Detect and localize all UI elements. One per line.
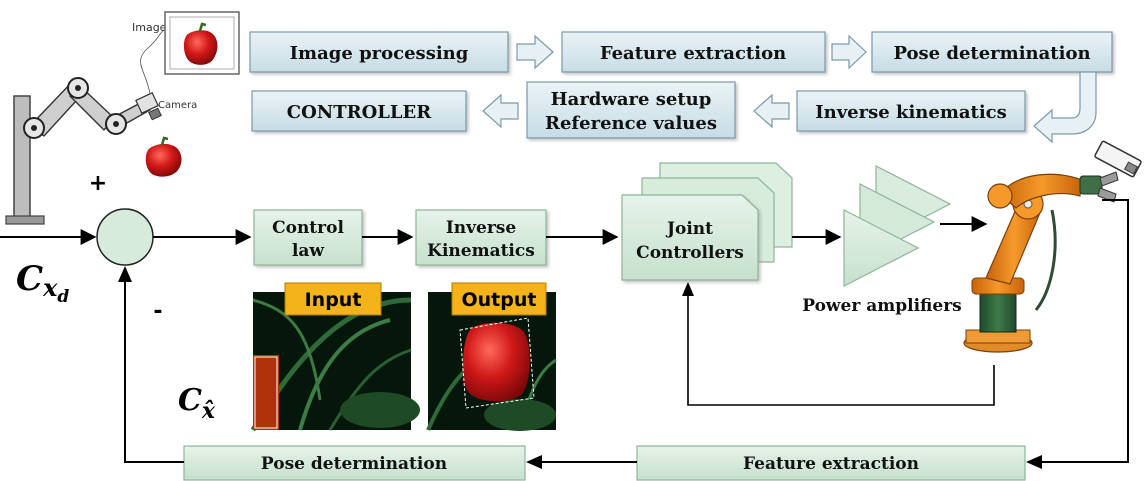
output-detection-box <box>459 317 535 409</box>
reference-values-label: Reference values <box>545 113 717 134</box>
wrist-camera-lens-icon <box>1124 161 1138 175</box>
inverse-kinematics-loop-label-1: Inverse <box>446 218 517 238</box>
vision-feedback-path: Feature extraction Pose determination <box>118 199 1129 481</box>
input-detection-box <box>254 356 278 429</box>
industrial-robot-illustration <box>963 140 1142 353</box>
inverse-kinematics-top-label: Inverse kinematics <box>815 102 1007 123</box>
minus-sign: - <box>153 299 162 324</box>
output-tag <box>451 282 547 316</box>
desired-pose-symbol: Cxd <box>16 259 69 307</box>
control-law-label-1: Control <box>272 218 344 238</box>
feature-extraction-top-label: Feature extraction <box>600 43 786 64</box>
pose-to-sum-arrowhead <box>118 266 132 282</box>
inverse-kinematics-top-box: Inverse kinematics <box>796 90 1026 132</box>
feature-extraction-top-box: Feature extraction <box>561 31 826 73</box>
pose-determination-bottom-box: Pose determination <box>183 445 526 481</box>
input-tag <box>284 282 382 316</box>
output-thumbnail: Output <box>426 282 557 431</box>
robot-cable <box>1034 209 1057 311</box>
joint-controllers-label-1: Joint <box>665 219 713 239</box>
inverse-kinematics-loop-box: Inverse Kinematics <box>415 209 547 266</box>
inverse-kinematics-loop-label-2: Kinematics <box>427 241 535 261</box>
power-amplifiers: Power amplifiers <box>802 165 962 316</box>
pose-determination-top-box: Pose determination <box>871 31 1113 73</box>
block-arrow-curve <box>1033 71 1097 144</box>
block-arrow-2 <box>831 34 867 70</box>
arm-joint-3-center <box>113 121 119 127</box>
input-pepper-fragment <box>253 355 279 430</box>
pose-determination-bottom-label: Pose determination <box>261 454 447 474</box>
hardware-setup-label: Hardware setup <box>551 89 712 110</box>
control-law-box: Control law <box>253 209 363 266</box>
amplifier-triangle-3 <box>843 209 920 287</box>
robot-to-vision-line <box>1040 199 1129 463</box>
camera-label: Camera <box>158 100 197 111</box>
joint-controllers-stack: Joint Controllers <box>621 162 793 281</box>
joint-feedback-arrowhead <box>682 282 694 296</box>
plus-sign: + <box>89 171 107 196</box>
joint-controllers-label-2: Controllers <box>636 243 744 263</box>
top-pipeline: Image processing Feature extraction Pose… <box>249 31 1113 144</box>
camera-cable <box>140 27 169 95</box>
pepper-object-icon <box>145 136 182 177</box>
output-tag-label: Output <box>462 289 537 311</box>
joint-feedback-line <box>687 290 995 406</box>
image-processing-box: Image processing <box>249 31 509 73</box>
controller-label: CONTROLLER <box>287 102 433 123</box>
image-label: Image <box>132 21 167 34</box>
fe-to-pose-arrowhead <box>526 455 542 469</box>
robot-shoulder-joint <box>987 183 1013 209</box>
summing-junction <box>96 208 154 266</box>
robot-gripper-upper <box>1099 171 1119 187</box>
pose-determination-top-label: Pose determination <box>893 43 1090 64</box>
robot-to-vision-arrowhead <box>1026 455 1042 469</box>
controller-box: CONTROLLER <box>251 90 467 132</box>
block-arrow-4 <box>482 93 519 129</box>
input-thumbnail: Input <box>250 282 420 432</box>
image-processing-label: Image processing <box>290 43 469 64</box>
feature-extraction-bottom-box: Feature extraction <box>636 445 1026 481</box>
robot-gripper-lower <box>1097 187 1117 203</box>
control-law-label-2: law <box>292 241 324 261</box>
block-arrow-1 <box>516 34 554 70</box>
arm-joint-2-center <box>75 85 81 91</box>
pepper-in-frame-icon <box>183 22 218 65</box>
post-base <box>5 215 45 225</box>
camera-setup-illustration: Image Camera <box>5 11 240 225</box>
block-arrow-3 <box>753 93 790 129</box>
power-amplifiers-label: Power amplifiers <box>802 296 962 316</box>
output-pepper <box>462 322 530 402</box>
control-loop: + - Cxd Cx̂ Control law Inverse Kinemati… <box>0 162 995 424</box>
input-tag-label: Input <box>305 289 362 311</box>
joint-controller-front <box>621 194 759 281</box>
pose-to-sum-line <box>124 278 184 463</box>
post-pillar <box>13 95 31 219</box>
camera-icon <box>135 92 159 114</box>
feature-extraction-bottom-label: Feature extraction <box>743 454 919 474</box>
robot-base-column <box>979 289 1017 333</box>
camera-lens-icon <box>148 107 162 121</box>
measured-pose-symbol: Cx̂ <box>178 383 216 424</box>
arm-joint-1-center <box>31 125 37 131</box>
hardware-setup-box: Hardware setup Reference values <box>526 81 736 139</box>
